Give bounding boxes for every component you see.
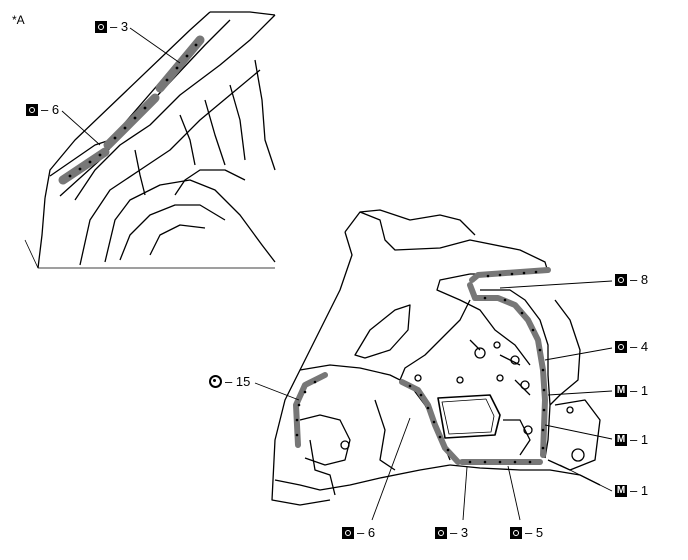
m-symbol-icon: M	[615, 384, 627, 397]
main-view	[271, 209, 601, 506]
sealer-symbol-icon	[435, 526, 447, 539]
callout-3-top: – 3	[95, 20, 128, 33]
detail-view-a	[24, 11, 276, 269]
sealer-symbol-icon	[342, 526, 354, 539]
sealer-symbol-icon	[615, 340, 627, 353]
callout-text: – 4	[630, 339, 649, 354]
m-symbol-icon: M	[615, 484, 627, 497]
circle-sealer-symbol-icon	[209, 375, 222, 388]
callout-m1-a: M – 1	[615, 384, 648, 397]
callout-15: – 15	[209, 375, 250, 388]
sealer-symbol-icon	[95, 20, 107, 33]
sealer-symbol-icon	[510, 526, 522, 539]
callout-text: – 6	[41, 102, 60, 117]
callout-m1-c: M – 1	[615, 484, 648, 497]
callout-text: – 1	[630, 432, 649, 447]
leader-lines	[61, 27, 613, 521]
callout-4: – 4	[615, 340, 648, 353]
sealer-symbol-icon	[615, 273, 627, 286]
callout-8: – 8	[615, 273, 648, 286]
callout-text: – 1	[630, 383, 649, 398]
callout-6-top: – 6	[26, 103, 59, 116]
callout-text: – 1	[630, 483, 649, 498]
view-reference-a: *A	[12, 13, 25, 27]
callout-text: – 8	[630, 272, 649, 287]
callout-text: – 15	[225, 374, 251, 389]
callout-text: – 3	[450, 525, 469, 540]
sealer-symbol-icon	[26, 103, 38, 116]
callout-text: – 3	[110, 19, 129, 34]
callout-6-bottom: – 6	[342, 526, 375, 539]
callout-m1-b: M – 1	[615, 433, 648, 446]
callout-text: – 5	[525, 525, 544, 540]
callout-3-bottom: – 3	[435, 526, 468, 539]
callout-text: – 6	[357, 525, 376, 540]
callout-5: – 5	[510, 526, 543, 539]
m-symbol-icon: M	[615, 433, 627, 446]
